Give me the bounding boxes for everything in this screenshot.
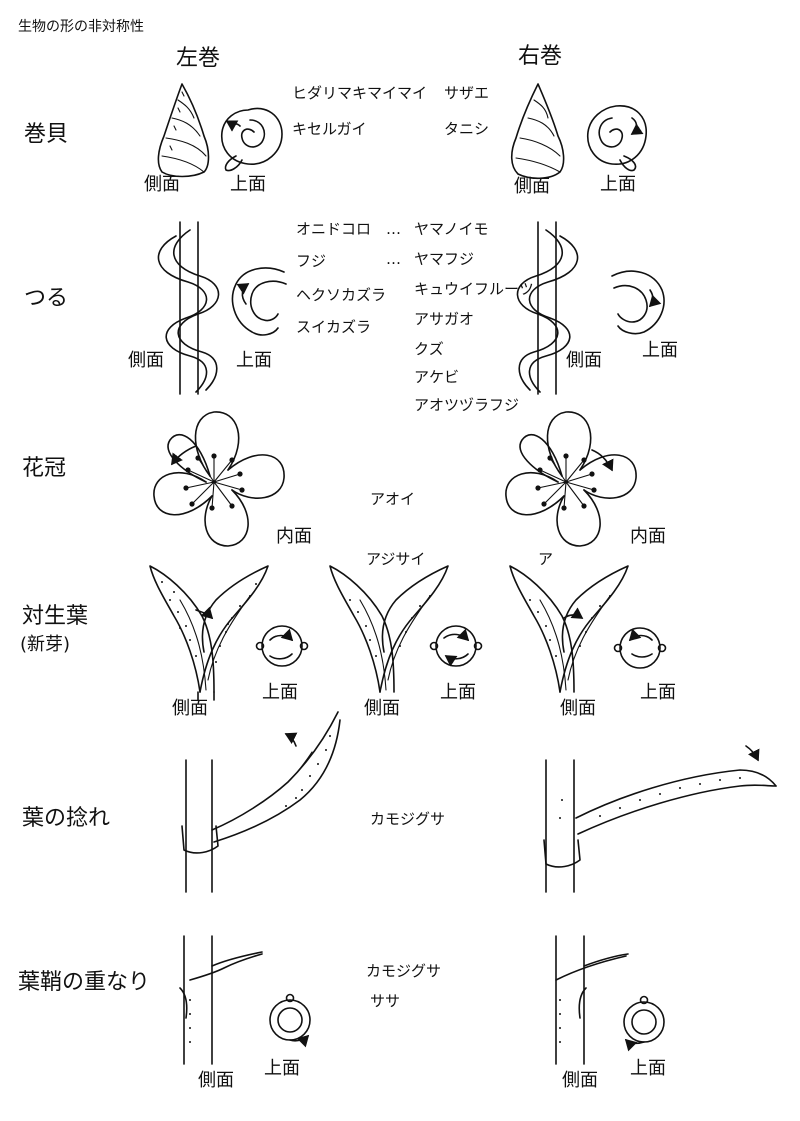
vine-left-species-3: ヘクソカズラ [296, 286, 387, 304]
opposite-left-top-label: 上面 [262, 682, 298, 703]
vine-right-species-6: アケビ [414, 368, 460, 386]
left-shell-side-drawing [157, 83, 210, 178]
vine-left-species-4: スイカズラ [296, 318, 372, 336]
row-label-opposite-leaves: 対生葉 [22, 604, 89, 629]
shell-right-side-label: 側面 [514, 176, 550, 197]
sheath-center-species-2: ササ [370, 992, 401, 1010]
vine-left-top-label: 上面 [236, 350, 272, 371]
row-label-corolla: 花冠 [22, 456, 67, 481]
right-vine-side-drawing [516, 221, 579, 395]
shell-right-top-label: 上面 [600, 174, 636, 195]
left-leaf-twist-drawing [181, 711, 341, 893]
center-opposite-leaves-top-drawing [429, 625, 483, 667]
sheath-left-top-label: 上面 [264, 1058, 300, 1079]
right-shell-side-drawing [510, 83, 565, 180]
row-label-leaf-twist: 葉の捻れ [22, 806, 111, 831]
vine-left-species-2: フジ [296, 252, 327, 270]
vine-left-side-label: 側面 [128, 350, 164, 371]
sheath-center-species-1: カモジグサ [366, 962, 442, 980]
right-vine-top-drawing [611, 270, 665, 335]
vine-right-species-4: アサガオ [414, 310, 475, 328]
right-sheath-top-drawing [623, 995, 665, 1052]
vine-left-species-1: オニドコロ [296, 220, 372, 238]
shell-left-species-1: ヒダリマキマイマイ [292, 84, 428, 102]
row-label-vine: つる [24, 286, 69, 311]
vine-right-species-3: キュウイフルーツ [414, 280, 534, 298]
vine-dots-1: … [386, 220, 401, 238]
corolla-center-species: アオイ [370, 490, 416, 508]
right-shell-top-drawing [587, 105, 647, 172]
shell-left-side-label: 側面 [144, 174, 180, 195]
leaf-twist-center-species: カモジグサ [370, 810, 446, 828]
sheath-right-top-label: 上面 [630, 1058, 666, 1079]
vine-right-top-label: 上面 [642, 340, 678, 361]
opposite-right-side-label: 側面 [560, 698, 596, 719]
right-flower-drawing [505, 411, 637, 547]
vine-right-species-1: ヤマノイモ [414, 220, 489, 238]
opposite-center-species: アジサイ [366, 550, 426, 568]
left-sheath-drawing [179, 935, 263, 1065]
vine-right-species-7: アオツヅラフジ [414, 396, 520, 414]
opposite-right-top-label: 上面 [640, 682, 676, 703]
left-vine-side-drawing [157, 221, 220, 395]
left-opposite-leaves-top-drawing [255, 625, 309, 667]
column-header-left: 左巻 [176, 46, 221, 71]
corolla-left-inner-label: 内面 [276, 526, 312, 547]
right-leaf-twist-drawing [543, 745, 777, 893]
shell-left-species-2: キセルガイ [292, 120, 367, 138]
vine-right-species-5: クズ [414, 340, 444, 358]
right-opposite-leaves-top-drawing [613, 627, 667, 669]
page-title: 生物の形の非対称性 [18, 19, 144, 35]
row-label-shell: 巻貝 [24, 122, 69, 147]
row-sublabel-opposite-leaves: (新芽) [20, 634, 71, 655]
shell-right-species-1: サザエ [444, 84, 490, 102]
left-flower-drawing [153, 411, 285, 547]
shell-left-top-label: 上面 [230, 174, 266, 195]
shell-right-species-2: タニシ [444, 120, 490, 138]
left-sheath-top-drawing [269, 993, 311, 1048]
row-label-sheath: 葉鞘の重なり [18, 970, 151, 995]
vine-right-side-label: 側面 [566, 350, 602, 371]
column-header-right: 右巻 [518, 44, 563, 69]
vine-dots-2: … [386, 250, 401, 268]
left-shell-top-drawing [221, 107, 283, 172]
sheath-right-side-label: 側面 [562, 1070, 598, 1091]
sheath-left-side-label: 側面 [198, 1070, 234, 1091]
center-opposite-leaves-drawing [329, 565, 449, 693]
left-vine-top-drawing [231, 267, 287, 336]
left-opposite-leaves-drawing [149, 565, 269, 701]
opposite-right-species: ア [538, 550, 554, 568]
opposite-left-side-label: 側面 [172, 698, 208, 719]
right-sheath-drawing [555, 935, 629, 1065]
right-opposite-leaves-drawing [509, 565, 629, 693]
corolla-right-inner-label: 内面 [630, 526, 666, 547]
vine-right-species-2: ヤマフジ [414, 250, 475, 268]
opposite-center-top-label: 上面 [440, 682, 476, 703]
opposite-center-side-label: 側面 [364, 698, 400, 719]
